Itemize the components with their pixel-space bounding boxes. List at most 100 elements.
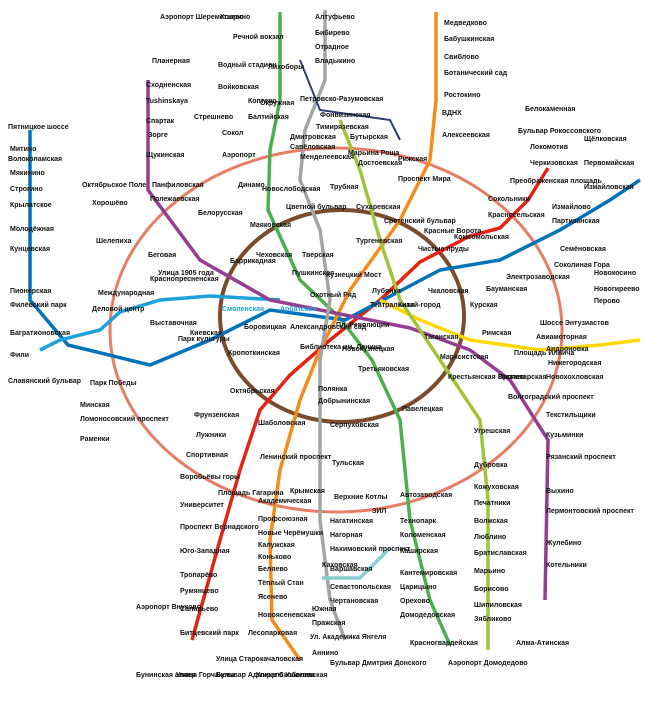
- label-bibirevo: Бибирево: [315, 30, 350, 37]
- label-airport-domodedovo: Аэропорт Домодедово: [448, 660, 528, 667]
- label-semyonovskaya: Семёновская: [560, 246, 606, 253]
- label-cherkizovskaya: Черкизовская: [530, 160, 578, 167]
- label-planernaya: Планерная: [152, 58, 190, 65]
- label-fonvizinskaya: Фонвизинская: [320, 112, 371, 119]
- label-nagornaya: Нагорная: [330, 532, 363, 539]
- label-sokolinaya-gora: Соколиная Гора: [554, 262, 610, 269]
- label-mendeleevskaya: Менделеевская: [300, 154, 354, 161]
- label-kashirskaya: Каширская: [400, 548, 439, 555]
- label-borisovo: Борисово: [474, 586, 509, 593]
- label-belorusskaya: Белорусская: [198, 210, 243, 217]
- label-likhobory: Лихоборы: [268, 64, 305, 71]
- label-park-pobedy: Парк Победы: [90, 380, 137, 387]
- label-volzhskaya: Волжская: [474, 518, 508, 525]
- label-spartak: Спартак: [146, 118, 175, 125]
- label-skhodnenskaya: Сходненская: [146, 82, 192, 89]
- label-shabolovskaya: Шаболовская: [258, 420, 306, 427]
- label-chertanovskaya: Чертановская: [330, 598, 379, 605]
- label-bitsevsky-park: Битцевский парк: [180, 630, 239, 637]
- label-park-kultury: Парк культуры: [178, 336, 230, 343]
- label-nizhegorodskaya: Нижегородская: [548, 360, 602, 367]
- label-marksistskaya: Марксистская: [440, 354, 489, 361]
- label-myakinino: Мякинино: [10, 170, 45, 177]
- label-koptevo: Коптево: [248, 98, 277, 105]
- label-fili: Фили: [10, 352, 30, 359]
- label-profsoyuznaya: Профсоюзная: [258, 516, 308, 523]
- label-borovitskaya: Боровицкая: [244, 324, 287, 331]
- label-novoslobodskaya: Новослободская: [262, 186, 321, 193]
- label-kaluzhskaya: Калужская: [258, 542, 295, 549]
- label-tekstilshchiki: Текстильщики: [546, 412, 596, 419]
- label-begovaya: Беговая: [148, 252, 177, 259]
- label-tushinskaya: Tushinskaya: [146, 98, 188, 105]
- label-dmitrovskaya: Дмитровская: [290, 134, 336, 141]
- label-yasenevo: Ясенево: [258, 594, 288, 601]
- label-ulitsa-akademika-yangelya: Ул. Академика Янгеля: [310, 634, 387, 641]
- label-tekhnopark: Технопарк: [400, 518, 437, 525]
- label-krasnoselskaya: Красносельская: [488, 212, 545, 219]
- label-petrovsko-razumovskaya: Петровско-Разумовская: [300, 96, 384, 103]
- label-ohotny-ryad: Охотный Ряд: [310, 292, 357, 299]
- label-vdnkh: ВДНХ: [442, 110, 462, 117]
- line-sokolnicheskaya: [190, 167, 550, 641]
- label-orekhovo: Орехово: [400, 598, 431, 605]
- label-belokamennaya: Белокаменная: [525, 106, 576, 113]
- label-baumanskaya: Бауманская: [486, 286, 528, 293]
- label-polezhaevskaya: Полежаевская: [150, 196, 200, 203]
- line-filyovskaya: [39, 294, 281, 352]
- label-botanichesky-sad: Ботанический сад: [444, 70, 508, 77]
- label-filyovsky-park: Филёвский парк: [10, 302, 67, 309]
- label-kitay-gorod: Китай-город: [398, 302, 441, 309]
- label-sevastopolskaya: Севастопольская: [330, 584, 392, 591]
- label-universitet: Университет: [180, 502, 224, 509]
- label-aleksandrovsky-sad: Александровский сад: [290, 324, 367, 331]
- label-pl-revolyutsii: Пл. Революции: [336, 322, 390, 329]
- label-bratislavskaya: Братиславская: [474, 550, 527, 557]
- label-rechnoy-vokzal: Речной вокзал: [233, 34, 284, 41]
- label-luzhniki: Лужники: [196, 432, 227, 439]
- label-zyablikovo: Зябликово: [474, 616, 512, 623]
- label-polyanka: Полянка: [318, 386, 348, 393]
- label-izmaylovo: Измайлово: [552, 204, 591, 211]
- label-tsaritsyno: Царицыно: [400, 584, 437, 591]
- label-alekseevskaya: Алексеевская: [442, 132, 490, 139]
- label-kropotkinskaya: Кропоткинская: [228, 350, 280, 357]
- label-kozhukhovskaya: Кожуховская: [474, 484, 519, 491]
- label-lubyanka: Лубянка: [372, 288, 401, 295]
- label-ploshchad-ilyicha: Площадь Ильича: [514, 350, 575, 357]
- label-kurskaya: Курская: [470, 302, 498, 309]
- label-kuzminki: Кузьминки: [546, 432, 584, 439]
- label-rizhskaya: Рижская: [398, 156, 428, 163]
- label-ulitsa-1905: Улица 1905 года: [158, 270, 214, 277]
- line-kalininskaya: [379, 298, 641, 352]
- label-nakhimovsky: Нахимовский проспект: [330, 546, 411, 553]
- label-strogino: Строгино: [10, 186, 43, 193]
- label-novogireevo: Новогиреево: [594, 286, 640, 293]
- label-chekhovskaya: Чеховская: [256, 252, 293, 259]
- label-novokhokhlovskaya: Новохохловская: [546, 374, 604, 381]
- label-alma-atinskaya: Алма-Атинская: [516, 640, 570, 647]
- label-dostoevskaya: Достоевская: [358, 160, 403, 167]
- label-proletarskaya: Пролетарская: [498, 374, 547, 381]
- label-taganskaya: Таганская: [424, 334, 459, 341]
- label-belyaevo: Беляево: [258, 566, 288, 573]
- label-yuzhnaya: Южная: [312, 606, 337, 613]
- label-yugo-zapadnaya: Юго-Западная: [180, 548, 230, 555]
- line-lyublinskaya: [338, 119, 490, 650]
- label-volokolamskaya: Волоколамская: [8, 156, 63, 163]
- label-airport-sheremetyevo: Аэропорт Шереметьево: [160, 14, 244, 21]
- label-chistye-prudy: Чистые пруды: [418, 246, 469, 253]
- label-maryino: Марьино: [474, 568, 506, 575]
- label-trubnaya: Трубная: [330, 184, 359, 191]
- label-pionerskaya: Пионерская: [10, 288, 52, 295]
- label-prospekt-vernadskogo: Проспект Вернадского: [180, 524, 259, 531]
- label-konkovo: Коньково: [258, 554, 292, 561]
- label-bulvar-dmitriya-donskogo: Бульвар Дмитрия Донского: [330, 660, 427, 667]
- label-novokuznetskaya: Новокузнецкая: [342, 346, 395, 353]
- label-medvedkovo: Медведково: [444, 20, 487, 27]
- label-slavyansky: Славянский бульвар: [8, 378, 82, 385]
- label-vodny-stadion: Водный стадион: [218, 62, 277, 69]
- label-nagatinskaya: Нагатинская: [330, 518, 374, 525]
- label-zil: ЗИЛ: [372, 508, 387, 515]
